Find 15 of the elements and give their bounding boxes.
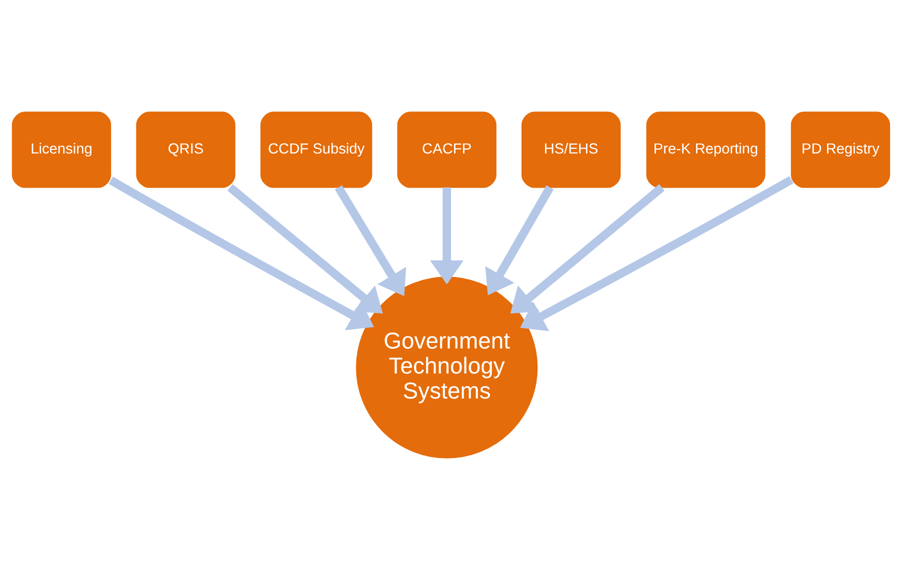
node-box: HS/EHS [521,112,621,188]
node-box: Licensing [12,112,112,188]
node-circle: Government Technology Systems [356,276,538,458]
arrow [430,187,464,284]
node-box: PD Registry [790,112,890,188]
arrow [227,184,383,314]
node-box: QRIS [136,112,236,188]
arrow [510,184,665,314]
arrow [334,185,406,296]
arrow [520,176,794,332]
arrow [108,176,374,330]
node-box: Pre-K Reporting [646,112,766,188]
node-box: CCDF Subsidy [260,112,372,188]
node-box: CACFP [397,112,496,188]
arrow [485,185,554,296]
